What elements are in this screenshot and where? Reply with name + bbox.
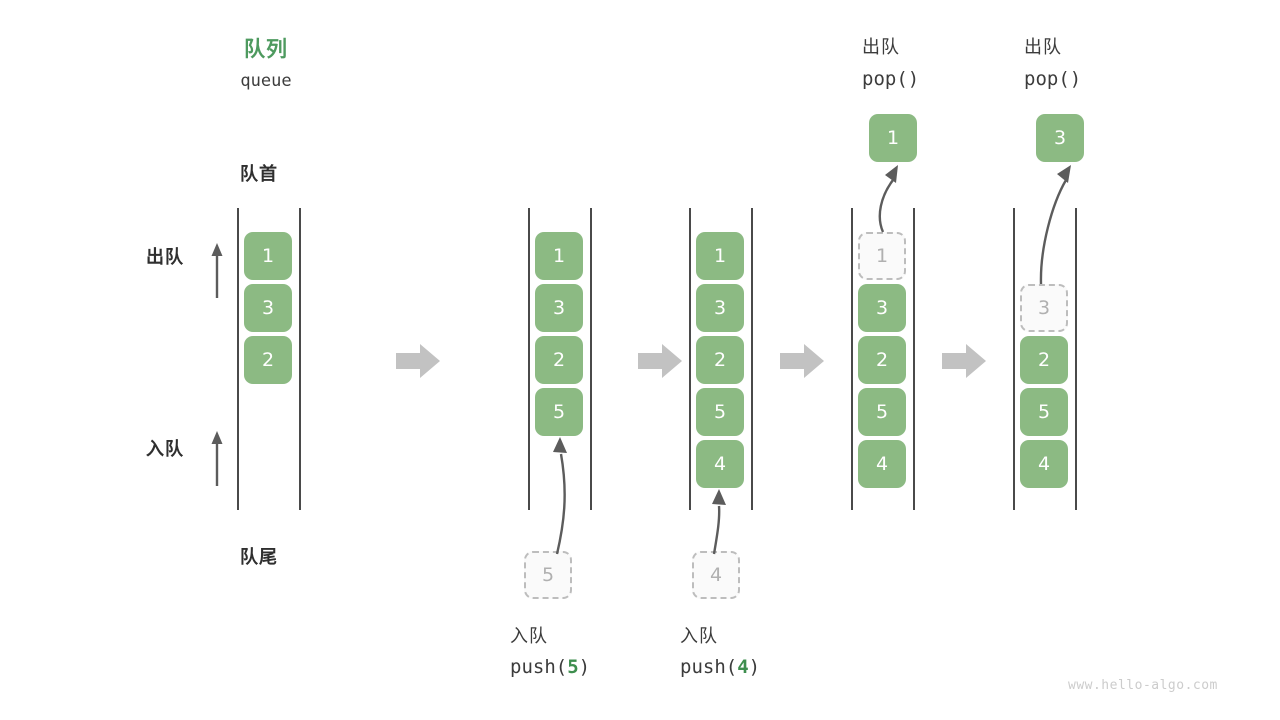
step-header-code: pop() bbox=[1024, 68, 1082, 90]
incoming-element-ghost: 5 bbox=[524, 551, 572, 599]
queue-cell: 2 bbox=[696, 336, 744, 384]
queue-rail-right-step-pop-1 bbox=[913, 208, 915, 510]
queue-cell: 1 bbox=[244, 232, 292, 280]
step-caption-code: push(4) bbox=[680, 656, 760, 678]
queue-rail-right-step-push-4 bbox=[751, 208, 753, 510]
queue-cell: 2 bbox=[858, 336, 906, 384]
queue-cell: 2 bbox=[244, 336, 292, 384]
queue-rail-right-step-initial bbox=[299, 208, 301, 510]
queue-cell-new: 5 bbox=[535, 388, 583, 436]
push-code-prefix: push( bbox=[510, 656, 568, 678]
queue-cell: 3 bbox=[535, 284, 583, 332]
queue-cell-new: 4 bbox=[696, 440, 744, 488]
enqueue-direction-label: 入队 bbox=[146, 439, 184, 460]
queue-cell: 5 bbox=[858, 388, 906, 436]
step-transition-arrow-icon bbox=[780, 344, 824, 378]
queue-rail-left-step-pop-3 bbox=[1013, 208, 1015, 510]
queue-cell: 3 bbox=[696, 284, 744, 332]
queue-cell: 5 bbox=[696, 388, 744, 436]
enqueue-direction-arrow-icon bbox=[211, 431, 223, 486]
queue-rail-right-step-pop-3 bbox=[1075, 208, 1077, 510]
popped-element: 1 bbox=[869, 114, 917, 162]
queue-cell: 5 bbox=[1020, 388, 1068, 436]
dequeue-direction-arrow-icon bbox=[211, 243, 223, 298]
queue-rail-left-step-initial bbox=[237, 208, 239, 510]
step-caption-cn: 入队 bbox=[510, 626, 548, 647]
push-code-prefix: push( bbox=[680, 656, 738, 678]
enqueue-motion-arrow-icon bbox=[712, 489, 726, 555]
diagram-title-cn: 队列 bbox=[244, 37, 288, 61]
push-code-arg: 5 bbox=[567, 656, 579, 678]
step-caption-code: push(5) bbox=[510, 656, 590, 678]
step-transition-arrow-icon bbox=[942, 344, 986, 378]
queue-cell-removed: 1 bbox=[858, 232, 906, 280]
popped-element: 3 bbox=[1036, 114, 1084, 162]
queue-cell: 1 bbox=[696, 232, 744, 280]
incoming-element-ghost: 4 bbox=[692, 551, 740, 599]
step-caption-cn: 入队 bbox=[680, 626, 718, 647]
queue-cell: 4 bbox=[858, 440, 906, 488]
queue-back-label: 队尾 bbox=[240, 547, 278, 568]
watermark: www.hello-algo.com bbox=[1068, 678, 1218, 693]
step-header-cn: 出队 bbox=[862, 37, 900, 58]
queue-cell-removed: 3 bbox=[1020, 284, 1068, 332]
push-code-suffix: ) bbox=[748, 656, 761, 678]
diagram-title-en: queue bbox=[240, 71, 292, 91]
step-transition-arrow-icon bbox=[638, 344, 682, 378]
enqueue-motion-arrow-icon bbox=[553, 437, 567, 555]
queue-cell: 4 bbox=[1020, 440, 1068, 488]
queue-rail-left-step-push-5 bbox=[528, 208, 530, 510]
queue-front-label: 队首 bbox=[240, 164, 278, 185]
queue-rail-right-step-push-5 bbox=[590, 208, 592, 510]
queue-rail-left-step-push-4 bbox=[689, 208, 691, 510]
queue-rail-left-step-pop-1 bbox=[851, 208, 853, 510]
step-transition-arrow-icon bbox=[396, 344, 440, 378]
queue-cell: 2 bbox=[1020, 336, 1068, 384]
step-header-cn: 出队 bbox=[1024, 37, 1062, 58]
queue-cell: 3 bbox=[858, 284, 906, 332]
queue-cell: 1 bbox=[535, 232, 583, 280]
push-code-suffix: ) bbox=[578, 656, 591, 678]
dequeue-motion-arrow-icon bbox=[1039, 165, 1071, 285]
step-header-code: pop() bbox=[862, 68, 920, 90]
queue-cell: 2 bbox=[535, 336, 583, 384]
dequeue-direction-label: 出队 bbox=[146, 247, 184, 268]
push-code-arg: 4 bbox=[737, 656, 749, 678]
dequeue-motion-arrow-icon bbox=[878, 165, 898, 233]
queue-cell: 3 bbox=[244, 284, 292, 332]
